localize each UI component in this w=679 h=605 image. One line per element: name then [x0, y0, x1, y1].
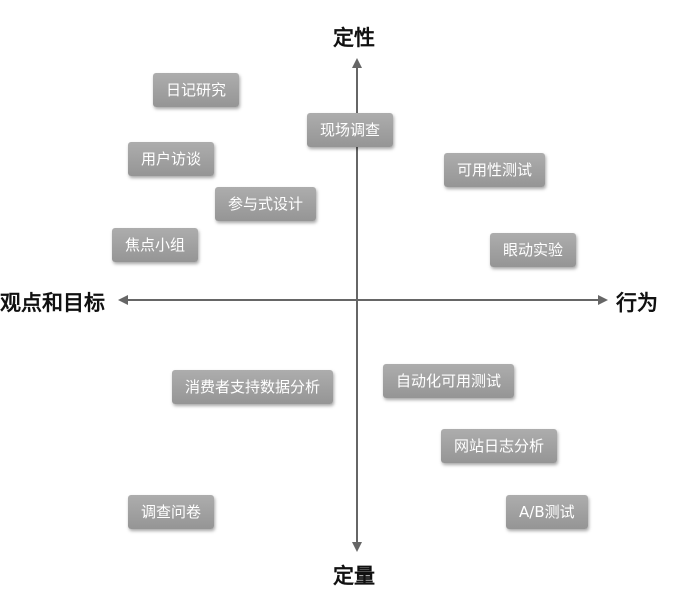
- method-ab-testing: A/B测试: [506, 495, 588, 529]
- method-eye-tracking: 眼动实验: [490, 233, 577, 267]
- method-customer-support-analysis: 消费者支持数据分析: [172, 370, 334, 404]
- method-focus-groups: 焦点小组: [112, 228, 199, 262]
- method-usability-testing: 可用性测试: [444, 153, 546, 187]
- method-field-study: 现场调查: [307, 113, 394, 147]
- method-diary-study: 日记研究: [153, 73, 240, 107]
- method-participatory-design: 参与式设计: [215, 187, 317, 221]
- method-automated-usability-testing: 自动化可用测试: [383, 364, 515, 398]
- axis-label-top: 定性: [333, 26, 375, 50]
- method-user-interviews: 用户访谈: [128, 142, 215, 176]
- axis-label-left: 观点和目标: [0, 291, 105, 315]
- axis-label-right: 行为: [616, 291, 658, 315]
- axis-label-bottom: 定量: [333, 564, 375, 588]
- method-surveys: 调查问卷: [128, 495, 215, 529]
- method-web-log-analysis: 网站日志分析: [441, 429, 558, 463]
